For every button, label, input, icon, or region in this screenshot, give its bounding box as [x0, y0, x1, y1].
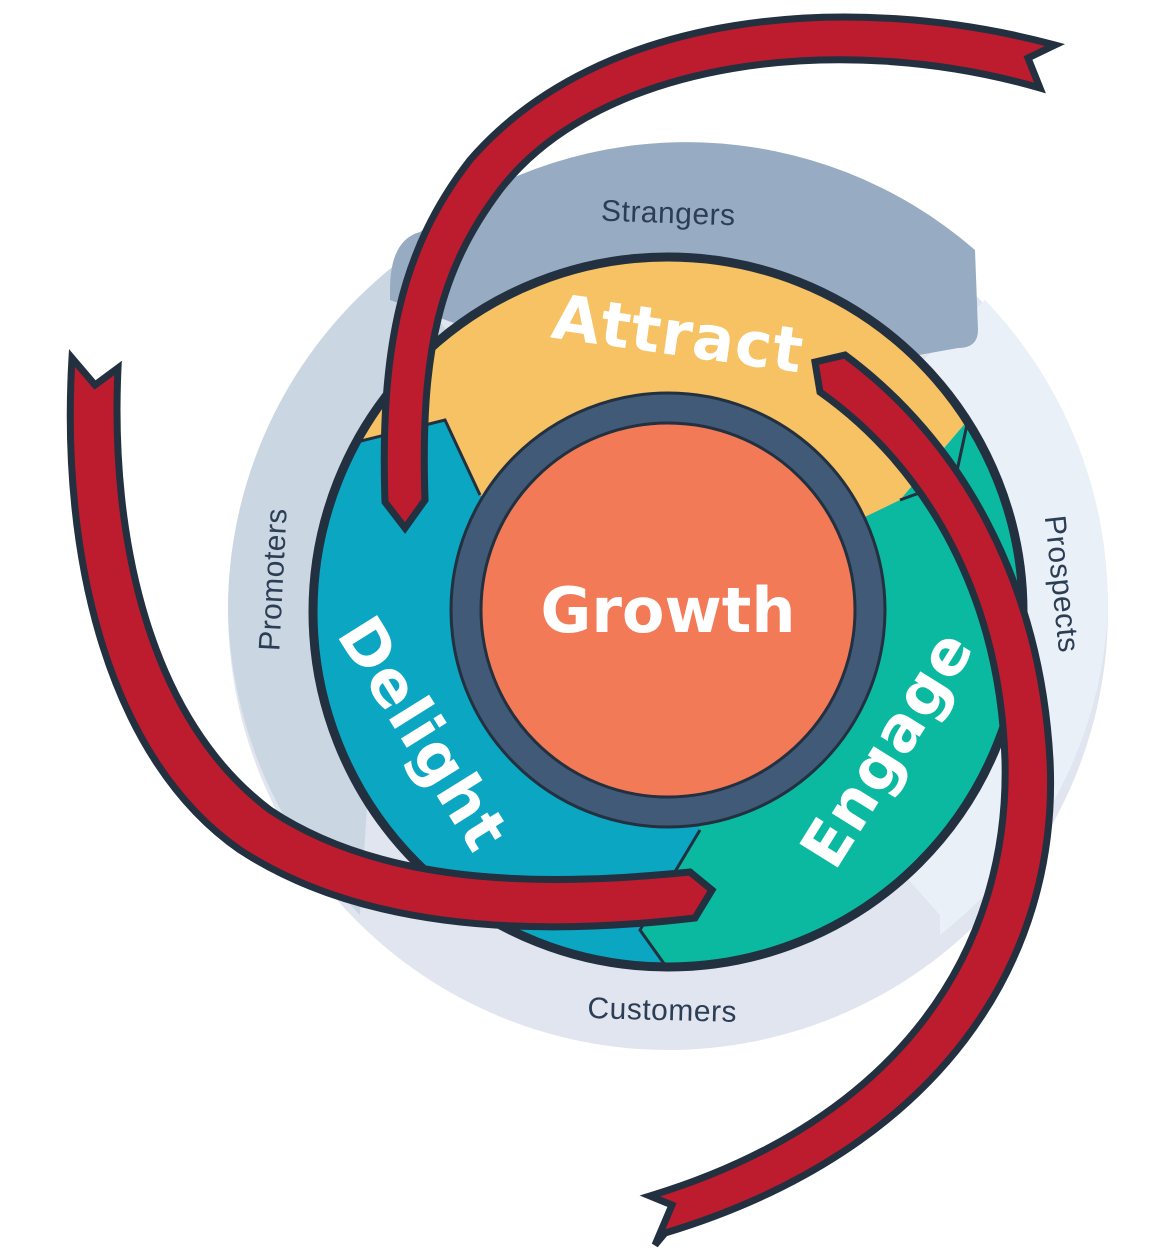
core-label-growth: Growth	[540, 574, 795, 647]
ring-label-customers: Customers	[587, 992, 737, 1029]
arrow-promoters-to-engage	[66, 349, 717, 931]
core-circle	[479, 421, 857, 799]
arrow-attract-to-customers	[639, 351, 1055, 1248]
arrow-strangers-to-delight	[380, 13, 1066, 534]
divider-engage-delight	[638, 829, 702, 967]
ring-label-promoters: Promoters	[253, 507, 293, 651]
ring-label-strangers: Strangers	[601, 195, 737, 233]
divider-delight-attract	[344, 418, 482, 496]
